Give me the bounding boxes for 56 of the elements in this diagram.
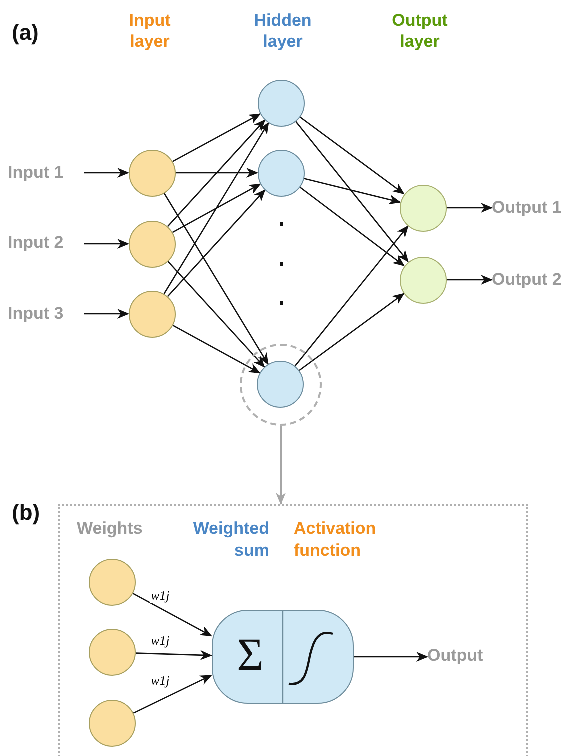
edge-label: w1j	[150, 589, 171, 603]
neuron-circle	[89, 700, 136, 747]
arrow	[299, 186, 405, 266]
arrow	[84, 168, 130, 178]
neuron-circle	[258, 80, 304, 126]
layer-heading: Hidden layer	[253, 10, 313, 52]
layer-heading: Output layer	[391, 10, 449, 52]
io-label: Input 3	[8, 302, 84, 326]
arrow	[294, 226, 409, 367]
section-heading: Activation function	[294, 518, 378, 562]
dashed-detail-frame	[58, 504, 528, 756]
arrow	[446, 275, 493, 285]
arrow	[84, 239, 130, 249]
io-label: Output	[428, 644, 508, 668]
dashed-highlight-circle	[240, 344, 322, 426]
arrow	[304, 178, 402, 205]
arrow	[167, 190, 266, 298]
arrow	[172, 184, 262, 234]
edge-label: w1j	[150, 674, 171, 688]
section-heading: Weighted sum	[192, 518, 270, 562]
arrow	[276, 426, 286, 505]
neuron-circle	[258, 150, 304, 196]
neuron-unit	[212, 610, 354, 704]
neuron-circle	[89, 559, 136, 606]
io-label: Output 2	[492, 268, 579, 292]
arrow	[299, 293, 405, 372]
arrow	[167, 120, 266, 228]
panel-letter: (a)	[12, 20, 40, 46]
io-label: Input 1	[8, 161, 84, 185]
neuron-circle	[128, 290, 176, 338]
neuron-circle	[128, 220, 176, 268]
arrow	[354, 652, 428, 662]
neuron-circle	[400, 184, 446, 232]
io-label: Input 2	[8, 231, 84, 255]
arrow	[84, 309, 130, 319]
arrow	[167, 260, 266, 368]
arrow	[295, 120, 409, 262]
arrow	[446, 203, 493, 213]
edge-label: w1j	[150, 634, 171, 648]
arrow	[176, 168, 258, 178]
panel-letter: (b)	[12, 500, 42, 526]
arrow	[136, 650, 212, 660]
arrow	[133, 675, 212, 714]
arrow	[172, 324, 261, 374]
neuron-circle	[257, 361, 304, 408]
arrow	[172, 114, 262, 162]
neuron-circle	[400, 256, 446, 304]
sum-symbol: Σ	[236, 628, 265, 680]
arrow	[164, 192, 269, 366]
layer-heading: Input layer	[128, 10, 172, 52]
arrow	[132, 593, 212, 637]
section-heading: Weights	[77, 518, 144, 540]
arrow	[300, 116, 405, 195]
arrow	[164, 122, 270, 294]
io-label: Output 1	[492, 196, 579, 220]
neuron-circle	[89, 629, 136, 676]
